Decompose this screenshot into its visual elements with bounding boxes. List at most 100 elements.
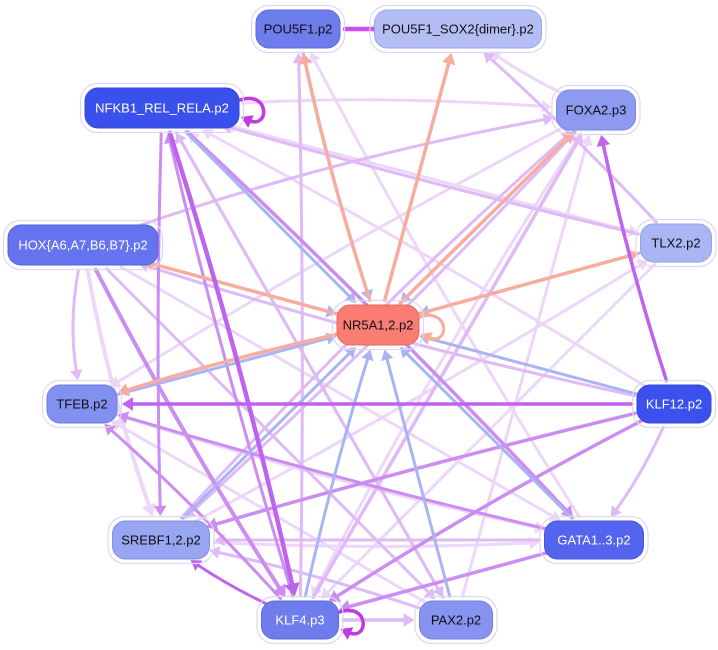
edge-arrowhead	[153, 505, 167, 517]
edge-arrowhead	[202, 129, 215, 141]
node-label: NFKB1_REL_RELA.p2	[95, 101, 229, 116]
edge-tfeb-nr5a1	[117, 336, 331, 396]
edge-pax2-nfkb1	[178, 138, 445, 599]
edge-arrowhead	[205, 517, 219, 531]
node-nfkb1[interactable]: NFKB1_REL_RELA.p2	[79, 82, 245, 134]
edge-klf4-nfkb1	[168, 139, 295, 598]
node-port-ring	[250, 4, 346, 54]
node-srebf[interactable]: SREBF1,2.p2	[107, 515, 215, 565]
node-tfeb[interactable]: TFEB.p2	[41, 379, 123, 429]
edge-arrowhead	[110, 420, 123, 432]
edge-foxa2-klf4	[314, 132, 583, 592]
node-klf12[interactable]: KLF12.p2	[631, 379, 717, 429]
edge-hox-foxa2	[135, 117, 548, 228]
node-port-ring	[539, 515, 649, 565]
edge-srebf-nr5a1	[181, 351, 352, 520]
node-port-ring	[631, 379, 717, 429]
edge-arrowhead	[284, 582, 300, 597]
node-port-ring	[635, 218, 717, 268]
nodes-layer: POU5F1.p2 POU5F1_SOX2{dimer}.p2NFKB1_REL_…	[2, 4, 717, 645]
node-body	[84, 87, 240, 129]
node-body	[556, 89, 636, 131]
node-label: POU5F1.p2	[264, 22, 333, 37]
edge-selfloop-klf4	[337, 608, 365, 636]
edge-klf12-srebf	[212, 411, 638, 527]
edge-selfloop-nfkb1	[238, 96, 266, 124]
edge-foxa2-dimer	[495, 54, 564, 96]
edge-klf4-srebf	[195, 563, 269, 606]
edge-arrowhead	[549, 510, 561, 522]
edge-arrowhead	[610, 505, 622, 518]
node-port-ring	[41, 379, 123, 429]
edge-gata-pou5f1	[312, 57, 581, 519]
edge-nr5a1-pou5f1	[303, 59, 372, 303]
edge-klf4-nr5a1	[303, 355, 370, 598]
edge-pax2-foxa2	[461, 141, 589, 598]
edge-klf4-pou5f1	[297, 59, 304, 598]
edge-srebf-gata	[212, 540, 534, 548]
node-body	[640, 223, 712, 263]
node-nr5a1[interactable]: NR5A1,2.p2	[331, 299, 425, 351]
edge-nfkb1-srebf	[156, 131, 163, 510]
edge-arrowhead	[141, 502, 156, 517]
edge-arrowhead	[542, 113, 554, 126]
node-label: PAX2.p2	[431, 613, 481, 628]
node-tlx2[interactable]: TLX2.p2	[635, 218, 717, 268]
edge-nfkb1-nr5a1	[184, 130, 352, 299]
edge-arrowhead	[421, 332, 433, 344]
node-hox[interactable]: HOX{A6,A7,B6,B7}.p2	[2, 219, 164, 271]
node-pax2[interactable]: PAX2.p2	[414, 595, 498, 645]
edge-gata-nr5a1	[404, 351, 574, 520]
node-body	[46, 384, 118, 424]
node-body	[7, 224, 159, 266]
node-port-ring	[551, 84, 641, 136]
node-port-ring	[369, 4, 547, 54]
edge-nr5a1-dimer	[382, 59, 451, 303]
node-body	[419, 600, 493, 640]
node-pou5f1[interactable]: POU5F1.p2	[250, 4, 346, 54]
node-gata[interactable]: GATA1..3.p2	[539, 515, 649, 565]
node-label: SREBF1,2.p2	[121, 533, 201, 548]
node-body	[636, 384, 712, 424]
node-body	[255, 9, 341, 49]
node-body	[544, 520, 644, 560]
node-label: KLF12.p2	[646, 397, 702, 412]
edge-gata-klf4	[345, 550, 550, 609]
node-foxa2[interactable]: FOXA2.p3	[551, 84, 641, 136]
edge-arrowhead	[272, 583, 286, 598]
node-body	[112, 520, 210, 560]
edge-arrowhead	[361, 349, 374, 362]
edge-hox-tfeb	[71, 268, 80, 374]
edge-arrowhead	[309, 52, 321, 65]
node-label: HOX{A6,A7,B6,B7}.p2	[18, 238, 147, 253]
node-port-ring	[107, 515, 215, 565]
edge-nr5a1-tlx2	[417, 253, 633, 316]
edge-klf12-nr5a1	[425, 336, 638, 396]
node-klf4[interactable]: KLF4.p3	[256, 595, 344, 645]
edge-arrowhead	[635, 260, 648, 271]
edge-arrowhead	[442, 52, 456, 66]
edge-klf12-gata	[614, 425, 665, 513]
edge-klf12-klf4	[334, 418, 645, 599]
edge-arrowhead	[175, 132, 187, 145]
node-label: POU5F1_SOX2{dimer}.p2	[382, 22, 534, 37]
edge-arrowhead	[596, 134, 611, 147]
node-label: KLF4.p3	[275, 613, 324, 628]
node-body	[336, 304, 420, 346]
edge-arrowhead	[403, 613, 415, 627]
edge-klf12-nfkb1	[207, 132, 647, 388]
edge-arrowhead	[209, 546, 221, 559]
edge-arrowhead	[381, 349, 394, 362]
node-label: GATA1..3.p2	[557, 533, 630, 548]
node-port-ring	[331, 299, 425, 351]
node-port-ring	[256, 595, 344, 645]
edge-klf12-foxa2	[601, 141, 669, 383]
node-port-ring	[2, 219, 164, 271]
edge-pax2-nr5a1	[385, 356, 452, 598]
node-dimer[interactable]: POU5F1_SOX2{dimer}.p2	[369, 4, 547, 54]
edge-nr5a1-hox	[150, 261, 339, 316]
node-port-ring	[414, 595, 498, 645]
edge-arrowhead	[328, 590, 342, 602]
